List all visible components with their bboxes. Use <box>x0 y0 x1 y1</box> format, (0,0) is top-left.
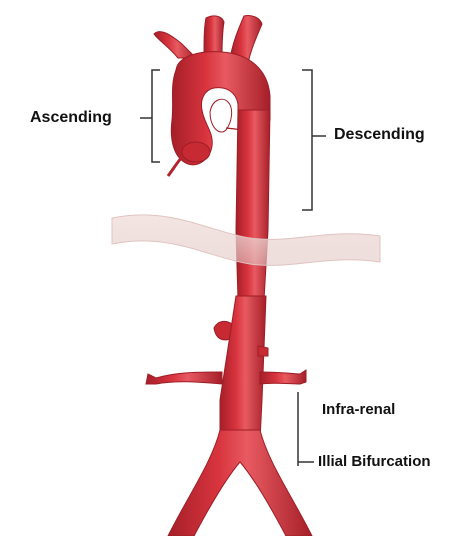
ascending-bracket <box>140 70 160 162</box>
descending-bracket <box>302 70 326 210</box>
abdominal-aorta <box>146 296 306 440</box>
iliac-bifurcation-label: Illial Bifurcation <box>318 454 431 469</box>
infra-renal-label: Infra-renal <box>322 402 395 417</box>
iliac-arteries <box>168 430 312 536</box>
descending-label: Descending <box>334 127 425 143</box>
ascending-label: Ascending <box>30 110 112 126</box>
descending-aorta <box>236 110 270 300</box>
infrarenal-bracket <box>298 392 314 466</box>
